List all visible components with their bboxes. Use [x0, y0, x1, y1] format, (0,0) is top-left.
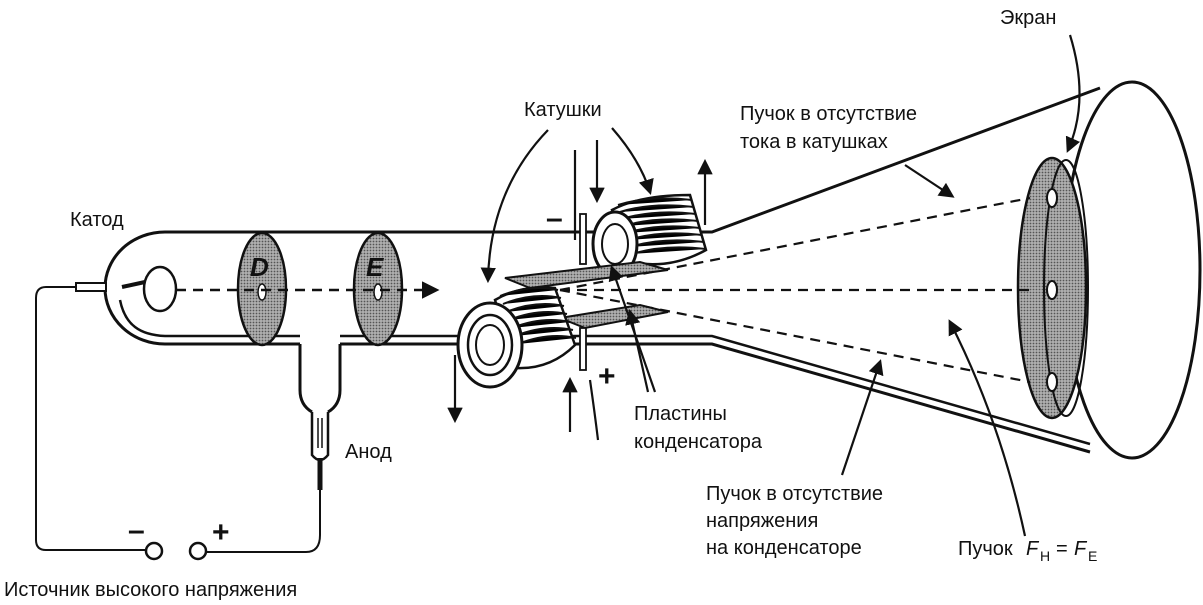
plate-e-label: E: [366, 252, 384, 282]
screen-label: Экран: [1000, 7, 1056, 29]
source-minus-sign: –: [128, 514, 145, 547]
capacitor-plates: [504, 213, 669, 371]
anode: [310, 412, 330, 490]
beam-no-voltage-line3: на конденсаторе: [706, 537, 862, 559]
force-e-subscript: E: [1088, 548, 1097, 564]
beam-no-current-line1: Пучок в отсутствие: [740, 103, 917, 125]
upper-coil: [591, 193, 708, 278]
force-e-symbol: F: [1074, 538, 1088, 560]
plate-plus-sign: +: [598, 360, 616, 393]
source-plus-sign: +: [212, 516, 230, 549]
deflected-beams: [559, 196, 1031, 384]
equals-sign: =: [1056, 538, 1068, 560]
plate-e: [352, 231, 404, 347]
beam-no-current-line2: тока в катушках: [740, 131, 888, 153]
wires: [35, 286, 321, 553]
source-label: Источник высокого напряжения: [4, 579, 297, 601]
anode-label: Анод: [345, 441, 392, 463]
plate-minus-sign: –: [546, 202, 563, 235]
capacitor-plates-line2: конденсатора: [634, 431, 763, 453]
source-terminals: [144, 541, 208, 561]
leader-arrows: [480, 34, 1081, 537]
coils-label: Катушки: [524, 99, 602, 121]
screen-bulb: [1016, 80, 1202, 460]
lower-coil: [456, 286, 577, 389]
cathode: [75, 265, 178, 313]
beam-no-voltage-line1: Пучок в отсутствие: [706, 483, 883, 505]
current-arrows: [447, 140, 713, 441]
balanced-beam-prefix: Пучок: [958, 538, 1013, 560]
beam-no-voltage-line2: напряжения: [706, 510, 818, 532]
balanced-beam-label: Пучок F H = F E: [958, 538, 1097, 564]
cathode-label: Катод: [70, 209, 124, 231]
plate-d-label: D: [250, 252, 269, 282]
capacitor-plates-line1: Пластины: [634, 403, 727, 425]
force-h-subscript: H: [1040, 548, 1050, 564]
force-h-symbol: F: [1026, 538, 1040, 560]
